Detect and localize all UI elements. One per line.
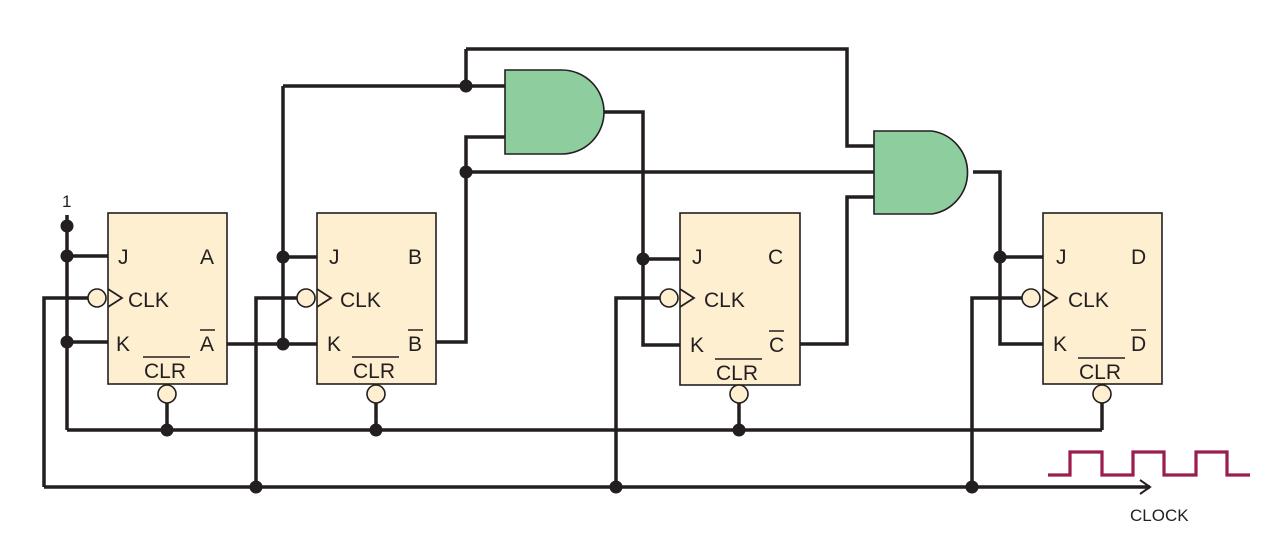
ff-c-qbar-label: C (769, 334, 784, 357)
ff-c-j-label: J (692, 246, 703, 269)
ff-c-q-label: C (768, 246, 783, 269)
ff-a-qbar-label: A (200, 333, 214, 356)
ff-a-q-label: A (200, 246, 214, 269)
and-gate-2 (873, 130, 969, 215)
ff-b-qbar-label: B (408, 333, 422, 356)
ff-d-clk-label: CLK (1068, 289, 1109, 312)
flipflop-b: J B CLK K B CLR (296, 212, 437, 404)
flipflop-a: J A CLK K A CLR (87, 212, 228, 404)
ff-b-clr-label: CLR (353, 360, 395, 383)
wires (42, 47, 1152, 495)
ff-d-k-label: K (1053, 333, 1067, 356)
ff-d-clr-label: CLR (1079, 361, 1121, 384)
supply-terminal (60, 219, 74, 233)
ff-a-clk-label: CLK (128, 289, 169, 312)
ff-d-q-label: D (1131, 246, 1146, 269)
ff-c-k-label: K (690, 334, 704, 357)
ff-b-clk-label: CLK (340, 289, 381, 312)
junction-dots (60, 79, 1007, 494)
ff-c-clr-label: CLR (716, 362, 758, 385)
ff-a-j-label: J (118, 246, 129, 269)
supply-label: 1 (62, 192, 71, 211)
ff-b-j-label: J (329, 246, 340, 269)
flipflop-c: J C CLK K C CLR (659, 212, 801, 404)
clock-label: CLOCK (1130, 506, 1189, 525)
ff-a-k-label: K (116, 333, 130, 356)
ff-c-clk-label: CLK (704, 289, 745, 312)
clock-waveform (1048, 450, 1250, 477)
flipflop-d: J D CLK K D CLR (1021, 212, 1163, 404)
ff-a-clr-label: CLR (144, 360, 186, 383)
ff-d-qbar-label: D (1131, 333, 1146, 356)
ff-b-k-label: K (327, 333, 341, 356)
ff-b-q-label: B (408, 246, 422, 269)
and-gate-1 (504, 69, 605, 155)
ff-d-j-label: J (1056, 246, 1067, 269)
